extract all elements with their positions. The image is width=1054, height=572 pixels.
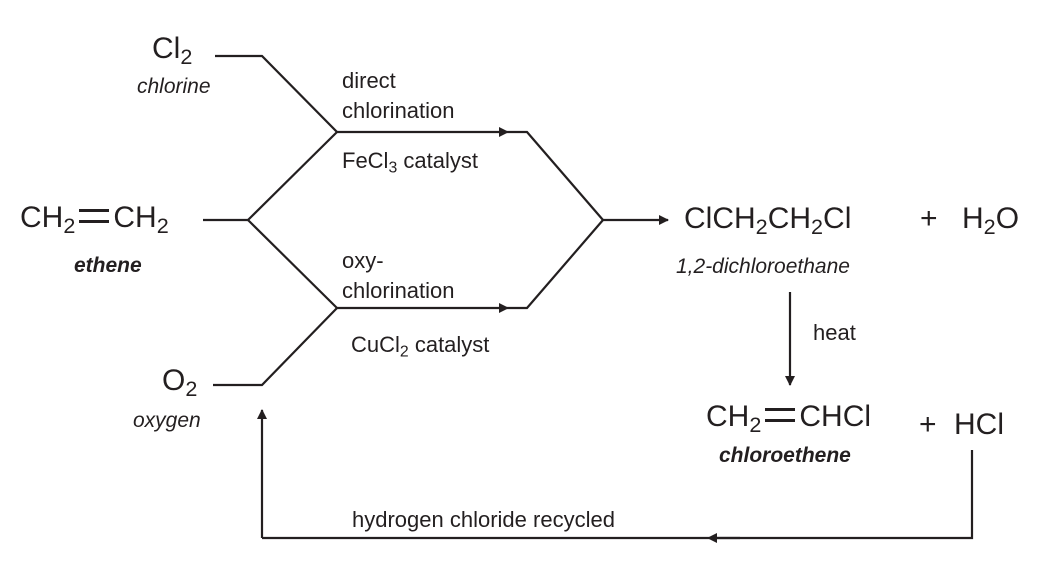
chlorine-formula: Cl2 [152,32,193,70]
chlorine-label: chlorine [137,75,211,98]
oxy-catalyst: CuCl2 catalyst [351,332,490,361]
oxy-label-line2: chlorination [342,278,455,303]
recycle-line-right [710,450,974,540]
hcl-plus: + [919,408,937,441]
recycle-label: hydrogen chloride recycled [352,507,615,532]
direct-merge-line [508,130,604,221]
direct-catalyst: FeCl3 catalyst [342,148,478,177]
dichloroethane-label: 1,2-dichloroethane [676,255,850,278]
double-bond [765,408,796,423]
ethene-label: ethene [74,254,142,277]
hcl-formula: HCl [954,408,1004,441]
oxygen-feed-line [213,307,338,387]
direct-label-line1: direct [342,68,396,93]
oxygen-label: oxygen [133,409,201,432]
water-formula: H2O [962,202,1020,240]
split-lower-line [247,219,338,309]
oxy-merge-line [508,219,604,310]
chloroethene-label: chloroethene [719,444,851,467]
chlorine-feed-line [215,54,338,133]
double-bond [79,209,110,224]
oxy-label-line1: oxy- [342,248,384,273]
split-upper-line [247,131,338,221]
water-plus: + [920,202,938,235]
direct-label-line2: chlorination [342,98,455,123]
dichloroethane-formula: ClCH2CH2Cl [684,202,852,240]
heat-label: heat [813,320,856,345]
oxygen-formula: O2 [162,364,198,402]
